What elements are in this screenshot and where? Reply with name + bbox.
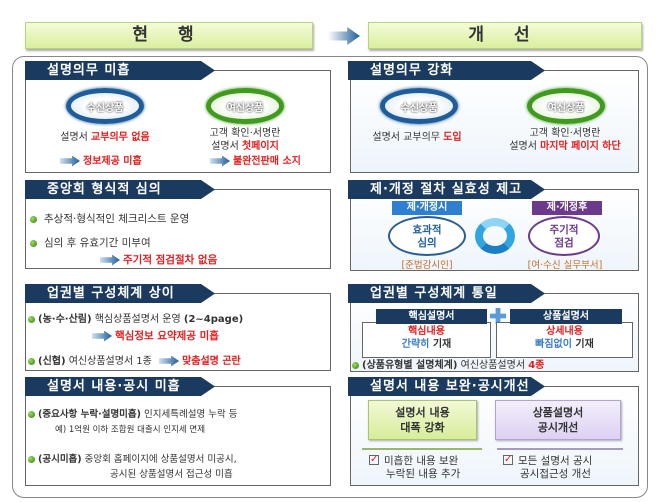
right-s1-a-text: 설명서 교부의무 도입	[372, 132, 462, 143]
before-label: 제·개정시	[392, 201, 462, 215]
practice-dept-note: [여·수신 실무부서]	[527, 260, 603, 271]
bullet-icon	[28, 357, 35, 365]
checkbox-checked-icon: ✓	[369, 454, 379, 465]
list-item: (농·수·산림) 핵심상품설명서 운영 (2~4page)	[28, 313, 243, 326]
section-title: 설명의무 강화	[348, 61, 545, 80]
arrow-right-icon	[328, 27, 360, 45]
bullet-icon	[28, 456, 35, 463]
example-note: 예) 1억원 이하 조합원 대출시 인지세 면제	[55, 425, 206, 435]
list-item: (상품유형별 설명체계) 여신상품설명서 4종	[352, 359, 544, 372]
cycle-icon	[475, 218, 515, 254]
arrow-icon	[100, 254, 120, 266]
section-title: 업권별 구성체계 상이	[25, 284, 215, 303]
section-title: 제·개정 절차 실효성 제고	[348, 180, 545, 199]
arrow-icon	[210, 155, 230, 167]
left-s1-b-result: 불완전판매 소지	[210, 155, 301, 168]
left-s3-result-1: 핵심정보 요약제공 미흡	[92, 330, 219, 343]
deposit-product-oval: 수신상품	[380, 88, 458, 124]
left-s2-result: 주기적 점검절차 없음	[100, 254, 217, 267]
list-item-continuation: 공시된 상품설명서 접근성 미흡	[110, 469, 233, 480]
section-title: 설명의무 미흡	[25, 61, 215, 80]
compliance-officer-note: [준법감시인]	[401, 260, 453, 271]
arrow-icon	[60, 155, 80, 167]
list-item: (중요사항 누락·설명미흡) 인지세특례설명 누락 등	[28, 408, 237, 421]
list-item: (공시미흡) 중앙회 홈페이지에 상품설명서 미공시,	[28, 453, 237, 466]
comparison-container	[12, 56, 648, 498]
divider	[497, 448, 623, 450]
product-doc-title: 상품설명서	[510, 309, 622, 324]
improved-header: 개 선	[368, 22, 642, 49]
left-s1-a-result: 정보제공 미흡	[60, 155, 142, 168]
list-item: 추상적·형식적인 체크리스트 운영	[30, 213, 189, 226]
core-doc-title: 핵심설명서	[376, 309, 487, 324]
left-s1-a-text: 설명서 교부의무 없음	[60, 132, 150, 143]
loan-product-oval: 여신상품	[206, 88, 284, 124]
arrow-icon	[159, 355, 180, 367]
list-item: (신협) 여신상품설명서 1종 맞춤설명 곤란	[28, 355, 241, 368]
bullet-icon	[352, 361, 359, 369]
bullet-icon	[28, 411, 35, 418]
checkbox-checked-icon: ✓	[503, 454, 513, 465]
section-title: 업권별 구성체계 통일	[348, 284, 545, 303]
left-section-3	[25, 293, 331, 371]
bullet-icon	[30, 239, 37, 247]
right-section-1	[350, 70, 639, 173]
section-title: 설명서 내용·공시 미흡	[25, 377, 215, 396]
divider	[362, 448, 482, 450]
left-section-2	[25, 189, 331, 269]
bullet-icon	[28, 315, 35, 323]
section-title: 설명서 내용 보완·공시개선	[348, 377, 545, 396]
bullet-icon	[30, 215, 37, 223]
current-header: 현 행	[25, 22, 313, 49]
deposit-product-oval: 수신상품	[66, 88, 144, 124]
after-label: 제·개정후	[532, 201, 602, 215]
section-title: 중앙회 형식적 심의	[25, 180, 215, 199]
arrow-icon	[92, 330, 112, 342]
loan-product-oval: 여신상품	[527, 88, 605, 124]
list-item: 심의 후 유효기간 미부여	[30, 237, 151, 250]
